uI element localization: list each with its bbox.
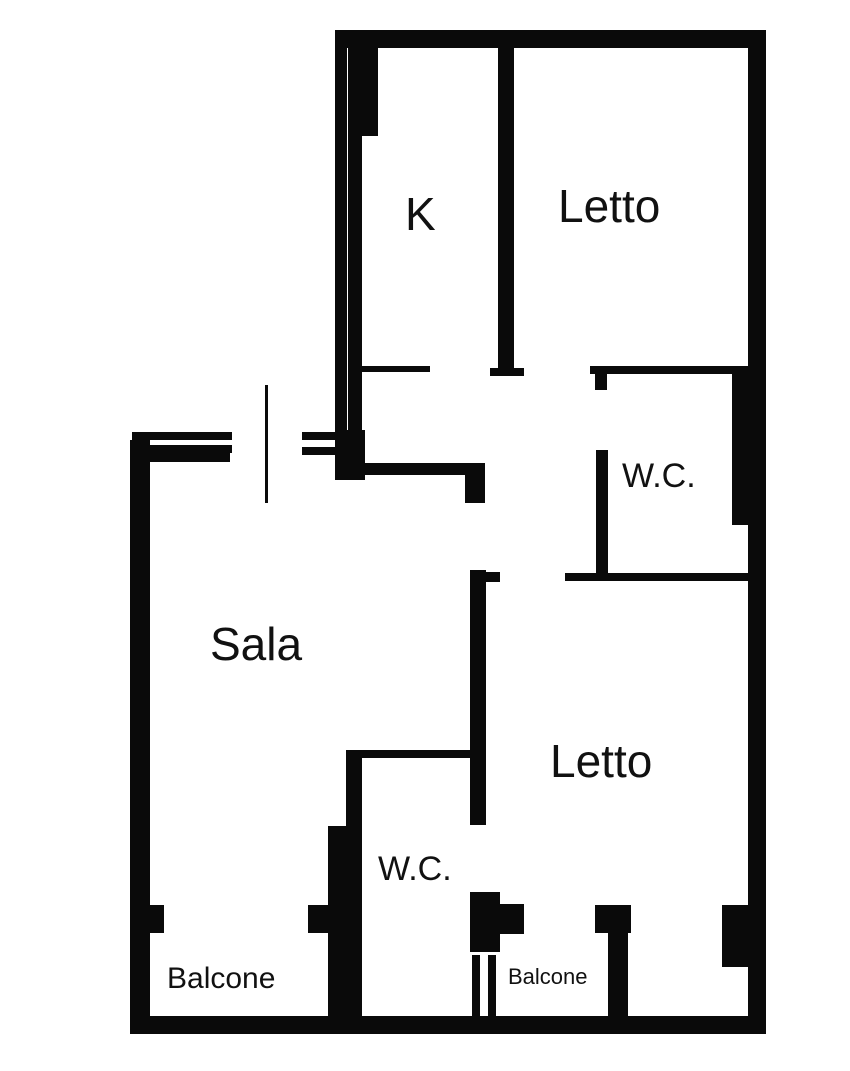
- wall-k-bottom: [360, 366, 430, 372]
- wall-right-thick-wc: [732, 370, 752, 525]
- sala-window-right-top: [302, 432, 348, 440]
- room-label-wc-right: W.C.: [622, 457, 696, 495]
- wall-left-sala: [130, 440, 150, 1032]
- room-label-bedroom-top: Letto: [558, 180, 660, 232]
- wall-wc-right-left: [596, 450, 608, 580]
- room-label-balcony-right: Balcone: [508, 964, 588, 989]
- wall-left-upper-inner: [348, 136, 362, 470]
- wall-bottom: [130, 1016, 766, 1034]
- wall-left-upper-thick: [348, 30, 378, 136]
- wall-letto-bottom-left: [608, 930, 628, 1020]
- wall-k-letto: [498, 48, 514, 372]
- wall-wc-bottom-left-pier: [308, 905, 334, 933]
- sala-window-right-bottom: [302, 447, 348, 455]
- room-label-balcony-left: Balcone: [167, 962, 275, 995]
- wall-right: [748, 30, 766, 1032]
- wall-corridor-corner: [465, 463, 485, 503]
- wall-balcony-right-left-a: [472, 955, 480, 1017]
- wall-wc-door-stub: [595, 372, 607, 390]
- interior-walls: [308, 48, 750, 1030]
- wall-letto-top-bottom: [590, 366, 750, 374]
- wall-wc-bottom-top: [348, 750, 473, 758]
- sala-door-line: [265, 385, 268, 503]
- wall-wc-bottom-right: [470, 892, 500, 952]
- walls: [130, 30, 766, 1034]
- wall-wc-bottom-right-stub: [496, 904, 524, 934]
- wall-sala-letto-stub: [480, 572, 500, 582]
- room-label-kitchen: K: [405, 188, 436, 240]
- room-labels: K Letto W.C. Sala Letto W.C. Balcone Bal…: [167, 180, 696, 995]
- wall-corridor-left: [360, 463, 480, 475]
- sala-window-left-top: [132, 432, 232, 440]
- wall-left-upper: [335, 30, 347, 450]
- room-label-living: Sala: [210, 618, 302, 670]
- wall-sala-letto: [470, 570, 486, 825]
- wall-right-thick-bottom: [722, 905, 752, 967]
- wall-k-bottom-stub: [490, 368, 524, 376]
- sala-window-left-bottom: [132, 445, 232, 453]
- wall-top: [335, 30, 765, 48]
- wall-letto-bottom-pier: [595, 905, 631, 933]
- wall-balcony-right-left-b: [488, 955, 496, 1017]
- room-label-bedroom-bottom: Letto: [550, 735, 652, 787]
- sala-top-wall-left: [150, 450, 230, 462]
- wall-left-sala-pier: [148, 905, 164, 933]
- room-label-wc-bottom: W.C.: [378, 850, 452, 888]
- wall-wc-right-bottom: [565, 573, 750, 581]
